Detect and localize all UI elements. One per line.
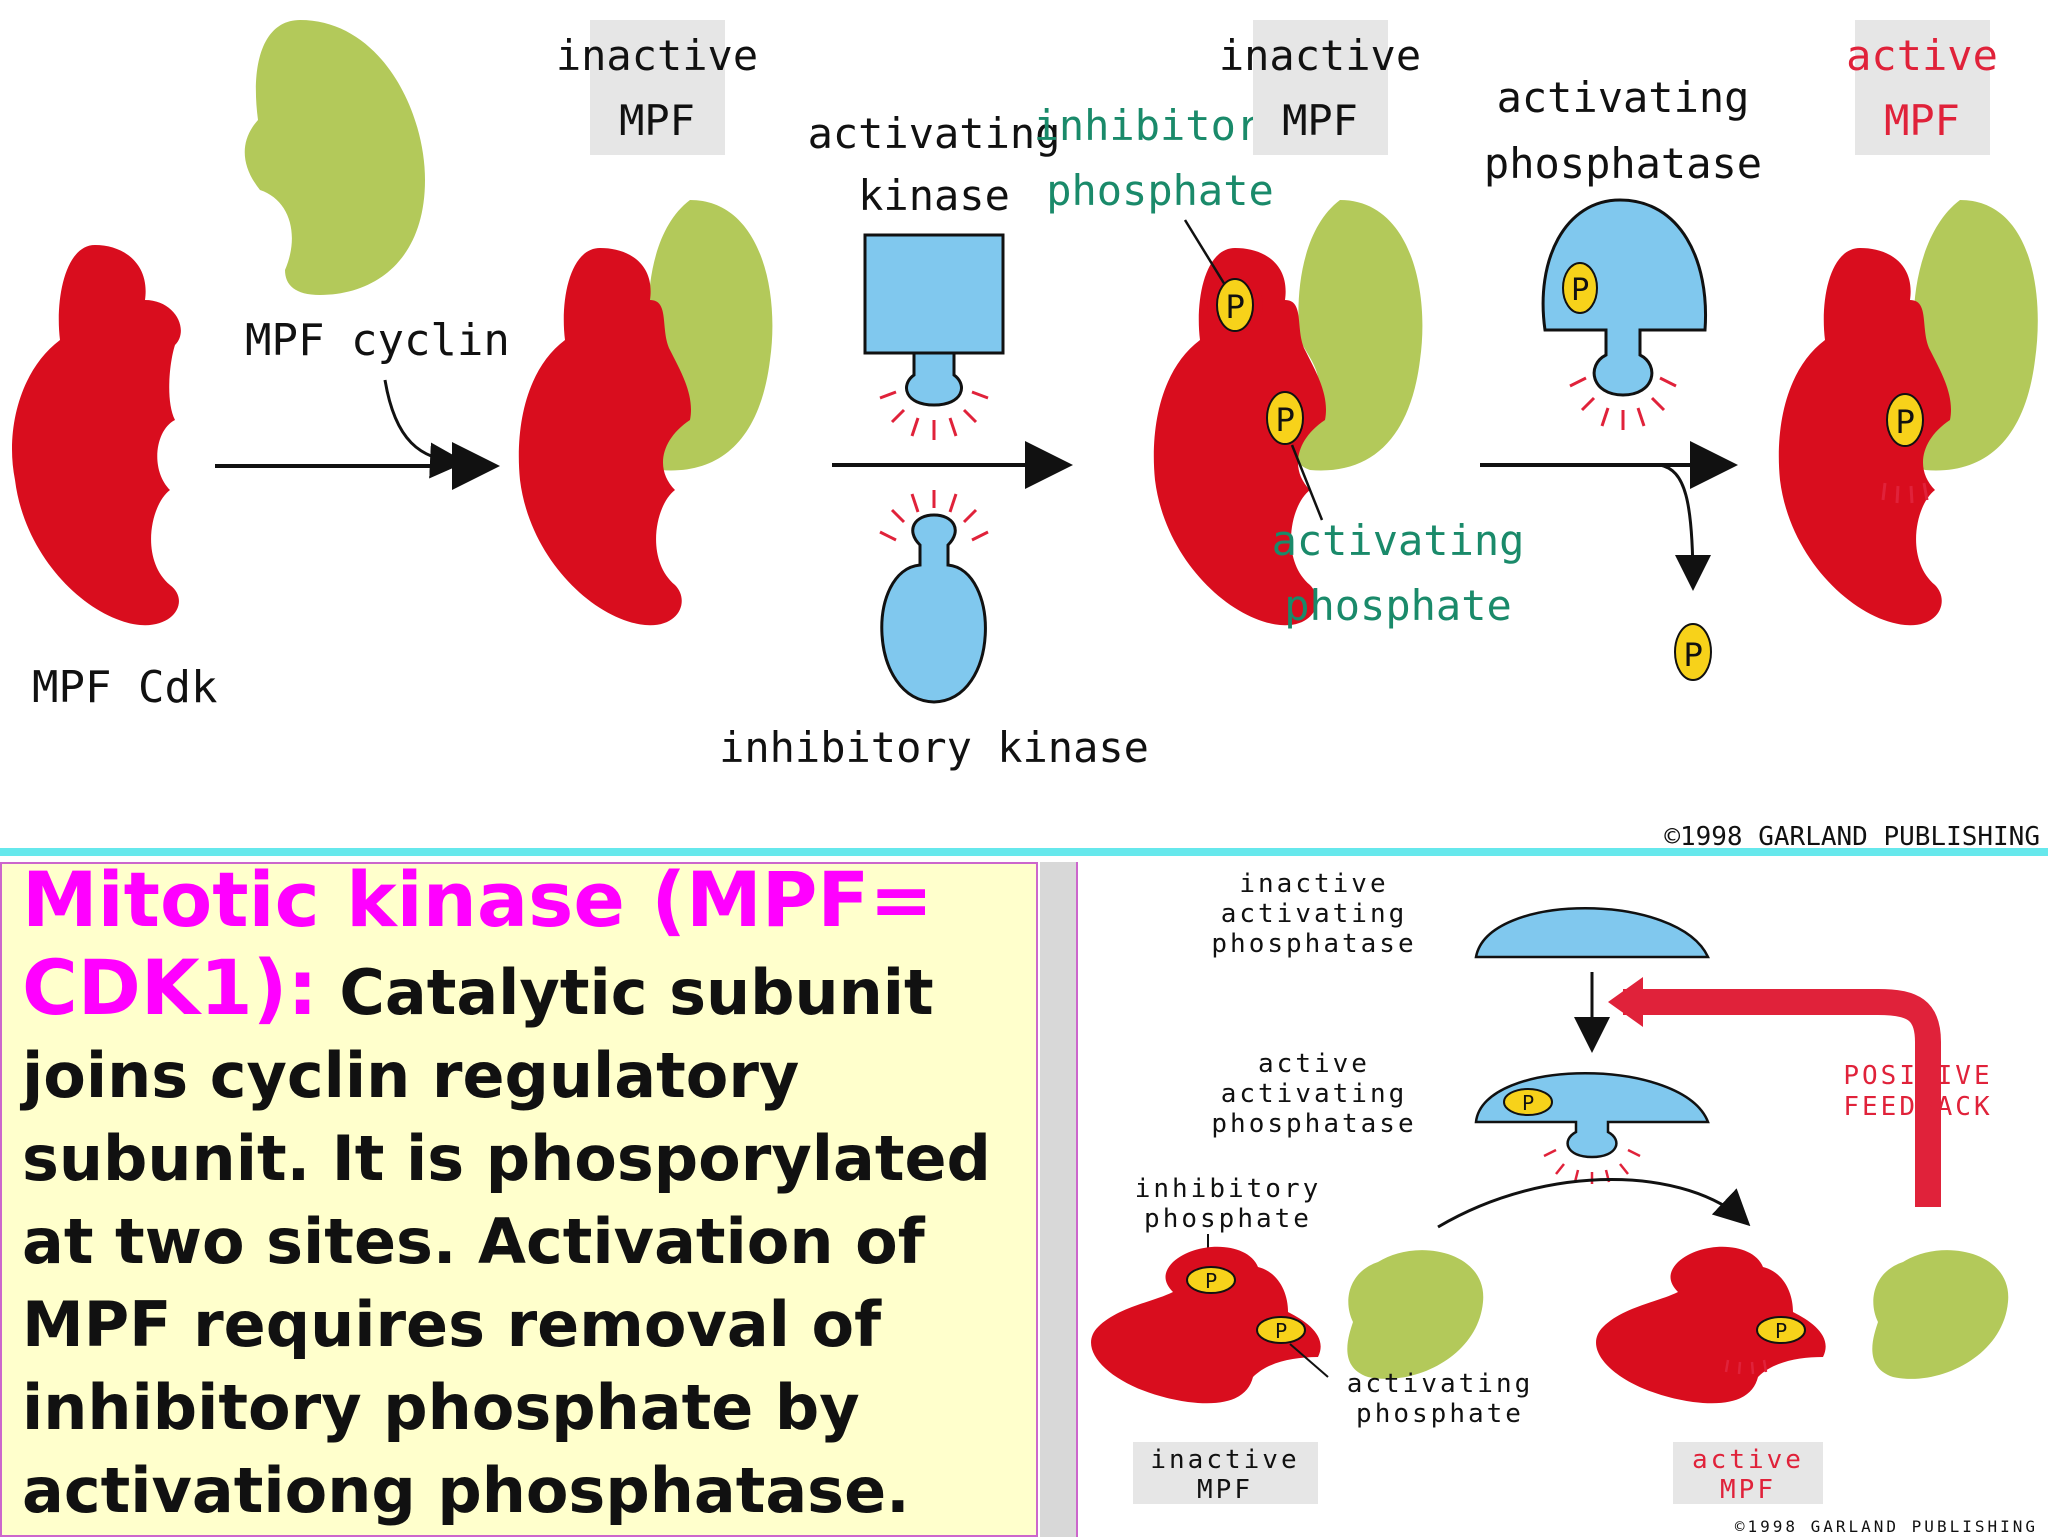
phosphate-symbol-2: P [1275, 401, 1294, 439]
inhibitory-phosphate-label-b2: phosphate [1144, 1204, 1312, 1234]
mpf-label-2: MPF [1282, 96, 1358, 145]
inactive-mpf-complex-1 [518, 200, 773, 626]
active-mpf-label-b2: MPF [1720, 1475, 1776, 1505]
active-phosphatase-label-3: phosphatase [1211, 1109, 1416, 1139]
active-mpf-complex: P [1778, 200, 2038, 626]
inhibitory-phosphate-label-b1: inhibitory [1135, 1174, 1322, 1204]
inactive-mpf-label-b2: MPF [1197, 1475, 1253, 1505]
slide-body: Catalytic subunit joins cyclin regulator… [22, 956, 991, 1527]
activating-kinase-shape [863, 233, 1005, 440]
released-phosphate-arrow [1659, 463, 1711, 591]
inhibitory-phosphate-pointer [1183, 219, 1227, 286]
slide-text-block: Mitotic kinase (MPF= CDK1): Catalytic su… [22, 862, 1022, 1532]
inactive-phosphatase-shape [1474, 907, 1710, 959]
mpf-label-3: MPF [1884, 96, 1960, 145]
activating-pointer-b [1289, 1343, 1329, 1378]
phosphate-symbol-b1: P [1522, 1091, 1534, 1115]
active-mpf-complex-b: P [1596, 1246, 2009, 1404]
inactive-mpf-box-1 [590, 20, 725, 155]
inhibitory-kinase-label: inhibitory kinase [719, 723, 1149, 772]
phosphate-symbol-b2: P [1205, 1269, 1217, 1293]
slide-title: Mitotic kinase (MPF= CDK1): [22, 862, 933, 1032]
inactive-mpf-box-b [1133, 1442, 1318, 1504]
mpf-cyclin-label: MPF cyclin [245, 315, 510, 366]
panel-gap [1040, 862, 1076, 1537]
text-panel: Mitotic kinase (MPF= CDK1): Catalytic su… [0, 862, 1038, 1537]
activating-phosphate-pointer [1290, 444, 1324, 521]
active-phosphatase-shape: P [1474, 1072, 1710, 1184]
cyclin-pointer-curve [383, 379, 466, 479]
mpf-cyclin-shape [244, 20, 425, 295]
mpf-cdk-label: MPF Cdk [32, 662, 217, 713]
inhibitory-phosphate-label-1: inhibitory [1034, 101, 1287, 150]
phosphate-symbol-3: P [1571, 273, 1589, 308]
activating-kinase-label-1: activating [808, 109, 1061, 158]
positive-feedback-label-1: POSITIVE [1843, 1061, 1992, 1091]
inactive-mpf-label-b1: inactive [1150, 1445, 1299, 1475]
bottom-copyright: ©1998 GARLAND PUBLISHING [1735, 1517, 2038, 1536]
released-phosphate-circle: P [1674, 623, 1712, 681]
divider-rule [0, 848, 2048, 856]
activating-phosphatase-label-2: phosphatase [1484, 139, 1762, 188]
phosphate-symbol-1: P [1225, 288, 1244, 326]
phosphate-symbol-4: P [1683, 636, 1702, 674]
activating-phosphate-circle: P [1266, 391, 1304, 445]
positive-feedback-diagram: inactive activating phosphatase active a… [1091, 869, 2038, 1536]
active-phosphatase-label-2: activating [1221, 1079, 1408, 1109]
positive-feedback-arrowhead [1608, 977, 1643, 1027]
active-phosphatase-label-1: active [1258, 1049, 1370, 1079]
inactive-mpf-complex-b: P P [1091, 1246, 1484, 1404]
inactive-phosphatase-label-3: phosphatase [1211, 929, 1416, 959]
top-copyright: ©1998 GARLAND PUBLISHING [1664, 822, 2040, 850]
activating-kinase-label-2: kinase [858, 171, 1010, 220]
phosphate-symbol-b3: P [1275, 1319, 1287, 1343]
feedback-diagram-panel: inactive activating phosphatase active a… [1076, 862, 2048, 1537]
phosphate-symbol-5: P [1895, 403, 1914, 441]
positive-feedback-arrow [1623, 989, 1941, 1207]
active-label: active [1846, 31, 1998, 80]
activating-phosphate-label-b2: phosphate [1356, 1399, 1524, 1429]
inactive-label-1: inactive [556, 31, 758, 80]
activating-phosphate-label-2: phosphate [1284, 581, 1512, 630]
activating-phosphatase-shape: P [1541, 198, 1708, 430]
activating-phosphatase-label-1: activating [1497, 73, 1750, 122]
inhibitory-phosphate-circle: P [1216, 278, 1254, 332]
activating-phosphate-label-b1: activating [1347, 1369, 1534, 1399]
conversion-arc [1437, 1178, 1751, 1229]
inactive-label-2: inactive [1219, 31, 1421, 80]
inactive-phosphatase-label-2: activating [1221, 899, 1408, 929]
inhibitory-kinase-shape [879, 490, 989, 704]
mpf-cdk-shape [12, 245, 181, 626]
inactive-mpf-box-2 [1253, 20, 1388, 155]
mpf-label-1: MPF [619, 96, 695, 145]
mpf-activation-diagram: MPF Cdk MPF cyclin inactive MPF activati… [12, 20, 2040, 850]
inactive-phosphatase-label-1: inactive [1239, 869, 1388, 899]
positive-feedback-label-2: FEEDBACK [1843, 1092, 1992, 1122]
activating-phosphate-label-1: activating [1272, 516, 1525, 565]
active-mpf-box-b [1673, 1442, 1823, 1504]
phosphate-symbol-b4: P [1775, 1319, 1787, 1343]
inhibitory-phosphate-label-2: phosphate [1046, 166, 1274, 215]
active-mpf-box [1855, 20, 1990, 155]
active-mpf-label-b1: active [1692, 1445, 1804, 1475]
